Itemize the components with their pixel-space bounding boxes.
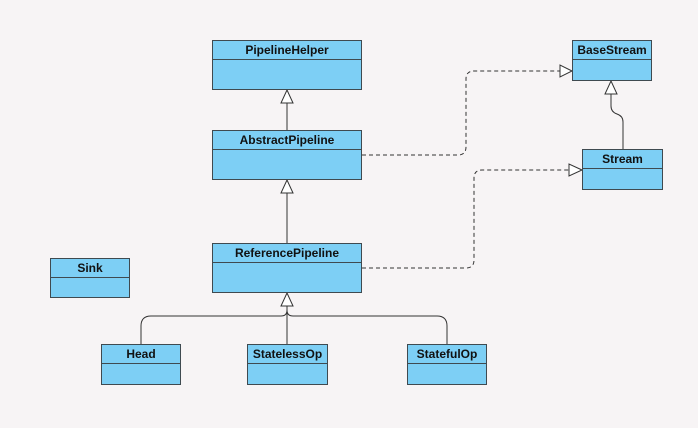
generalization-arrowhead-icon xyxy=(604,79,618,95)
class-name: Sink xyxy=(51,259,129,278)
class-basestream[interactable]: BaseStream xyxy=(572,40,652,81)
class-sink[interactable]: Sink xyxy=(50,258,130,298)
class-head[interactable]: Head xyxy=(101,344,181,385)
class-name: BaseStream xyxy=(573,41,651,60)
class-name: StatefulOp xyxy=(408,345,486,364)
class-abstractpipeline[interactable]: AbstractPipeline xyxy=(212,130,362,180)
class-name: AbstractPipeline xyxy=(213,131,361,150)
realization-arrowhead-icon xyxy=(559,64,574,78)
class-name: PipelineHelper xyxy=(213,41,361,60)
class-stream[interactable]: Stream xyxy=(582,149,663,190)
generalization-arrowhead-icon xyxy=(280,178,294,194)
class-name: ReferencePipeline xyxy=(213,244,361,263)
class-name: Head xyxy=(102,345,180,364)
class-referencepipeline[interactable]: ReferencePipeline xyxy=(212,243,362,293)
class-statelessop[interactable]: StatelessOp xyxy=(247,344,328,385)
generalization-arrowhead-icon xyxy=(280,88,294,104)
class-statefulop[interactable]: StatefulOp xyxy=(407,344,487,385)
edge-head-to-referencepipeline xyxy=(140,306,288,344)
edge-statefulop-to-referencepipeline xyxy=(286,309,448,344)
edge-referencepipeline-realizes-stream xyxy=(362,169,569,269)
class-pipelinehelper[interactable]: PipelineHelper xyxy=(212,40,362,90)
generalization-arrowhead-icon xyxy=(280,291,294,307)
realization-arrowhead-icon xyxy=(568,163,584,177)
edge-abstractpipeline-realizes-basestream xyxy=(362,70,560,156)
class-name: Stream xyxy=(583,150,662,169)
class-name: StatelessOp xyxy=(248,345,327,364)
edge-stream-to-basestream xyxy=(610,94,624,149)
